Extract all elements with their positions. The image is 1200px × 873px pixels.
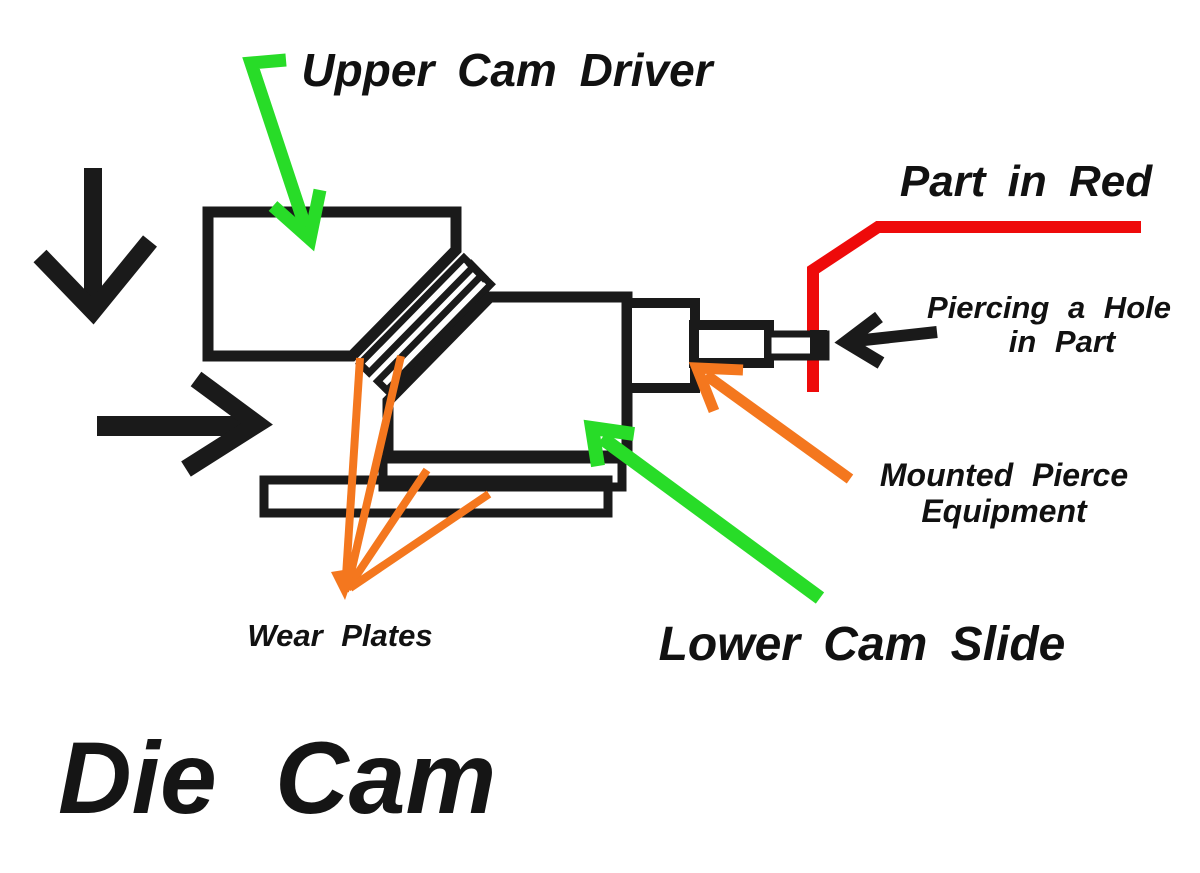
mounted-pierce-arrow bbox=[688, 362, 854, 484]
upper-cam-driver-arrow-shaft bbox=[242, 53, 314, 235]
wear-plates-pointer-2 bbox=[343, 355, 405, 591]
label-mounted-pierce-line2: Equipment bbox=[921, 493, 1088, 529]
upper-cam-driver-arrow bbox=[242, 53, 327, 252]
punch-holder bbox=[689, 320, 774, 368]
page-title: Die Cam bbox=[58, 721, 496, 835]
base-plate-lower bbox=[259, 475, 613, 518]
press-motion-arrows bbox=[33, 168, 273, 477]
wear-plates-pointer-tip bbox=[331, 568, 356, 600]
punch-rod-tip bbox=[810, 330, 827, 360]
piercing-hole-arrow bbox=[834, 311, 938, 369]
lower-cam-slide-arrow-head bbox=[583, 419, 635, 468]
press-down-arrow-head bbox=[33, 235, 157, 325]
label-piercing-hole-line2: in Part bbox=[1009, 324, 1117, 359]
upper-cam-driver-block bbox=[202, 206, 462, 362]
label-lower-cam-slide: Lower Cam Slide bbox=[659, 618, 1066, 671]
label-wear-plates: Wear Plates bbox=[247, 618, 432, 653]
label-upper-cam-driver: Upper Cam Driver bbox=[301, 44, 714, 96]
wear-plate-connector bbox=[465, 259, 489, 283]
wear-plate-bar-2 bbox=[372, 270, 496, 396]
wear-plates-pointer-4 bbox=[347, 490, 492, 592]
label-part-in-red: Part in Red bbox=[900, 157, 1153, 206]
wear-plates-pointers bbox=[341, 355, 492, 593]
label-piercing-hole-line1: Piercing a Hole bbox=[927, 290, 1171, 325]
wear-plates-pointer-1 bbox=[341, 357, 364, 593]
upper-cam-driver-arrow-head bbox=[268, 188, 327, 252]
punch-rod-group bbox=[764, 330, 830, 361]
lower-cam-slide-arrow-shaft bbox=[597, 432, 825, 604]
lower-cam-slide-arrow bbox=[583, 419, 825, 604]
mounted-pierce-arrow-shaft bbox=[702, 370, 854, 484]
mounted-pierce-arrow-head bbox=[688, 362, 744, 414]
piercing-hole-arrow-head bbox=[834, 311, 885, 369]
wear-plates-pointer-3 bbox=[344, 467, 431, 591]
press-right-arrow-head bbox=[181, 371, 273, 477]
label-mounted-pierce-line1: Mounted Pierce bbox=[880, 457, 1128, 493]
piercing-hole-arrow-shaft bbox=[854, 326, 938, 347]
die-cam-assembly bbox=[202, 206, 774, 518]
punch-mount-block bbox=[622, 298, 700, 393]
